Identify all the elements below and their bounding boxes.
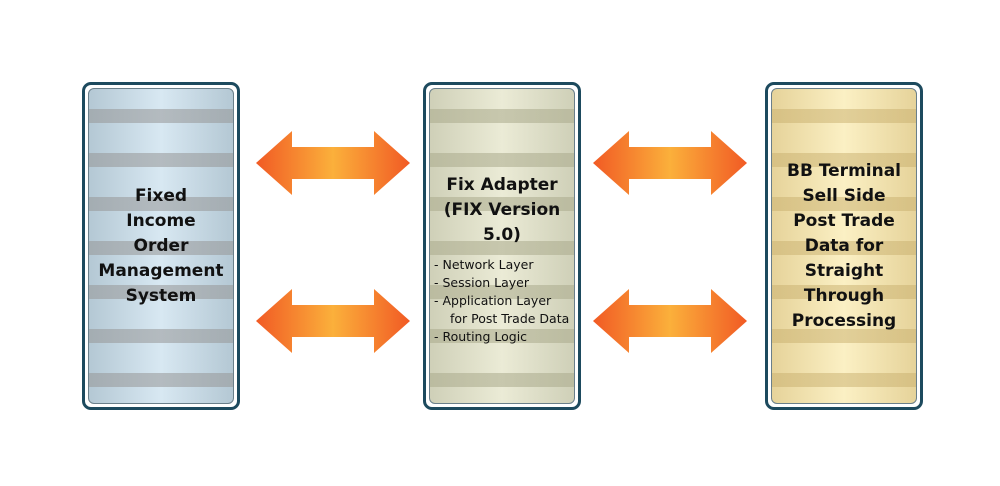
title-line: Sell Side: [802, 185, 886, 206]
list-item: - Routing Logic: [434, 329, 528, 344]
title-line: Through: [803, 285, 885, 306]
title-line: Data for: [804, 235, 884, 256]
title-line: Income: [126, 210, 196, 231]
box-title: BB Terminal Sell Side Post Trade Data fo…: [787, 159, 901, 334]
list-item: for Post Trade Data: [442, 311, 570, 326]
fixed-income-oms-box: Fixed Income Order Management System: [82, 82, 240, 410]
box-title: Fix Adapter (FIX Version 5.0): [430, 173, 574, 248]
title-line: (FIX Version 5.0): [443, 200, 561, 245]
title-line: Post Trade: [793, 210, 895, 231]
bb-terminal-box: BB Terminal Sell Side Post Trade Data fo…: [765, 82, 923, 410]
title-line: System: [125, 285, 197, 306]
bidirectional-arrow-icon: [256, 131, 410, 195]
title-line: Management: [98, 260, 224, 281]
list-item: - Session Layer: [434, 275, 530, 290]
bidirectional-arrow-icon: [256, 289, 410, 353]
bidirectional-arrow-icon: [593, 131, 747, 195]
title-line: BB Terminal: [786, 160, 902, 181]
title-line: Order: [133, 235, 189, 256]
box-title: Fixed Income Order Management System: [98, 184, 223, 309]
title-line: Fixed: [134, 185, 188, 206]
list-item: - Network Layer: [434, 257, 534, 272]
title-line: Fix Adapter: [446, 175, 558, 195]
bidirectional-arrow-icon: [593, 289, 747, 353]
title-line: Processing: [791, 310, 897, 331]
layer-list: - Network Layer - Session Layer - Applic…: [430, 256, 574, 346]
list-item: - Application Layer: [434, 293, 552, 308]
title-line: Straight: [804, 260, 884, 281]
fix-adapter-box: Fix Adapter (FIX Version 5.0) - Network …: [423, 82, 581, 410]
